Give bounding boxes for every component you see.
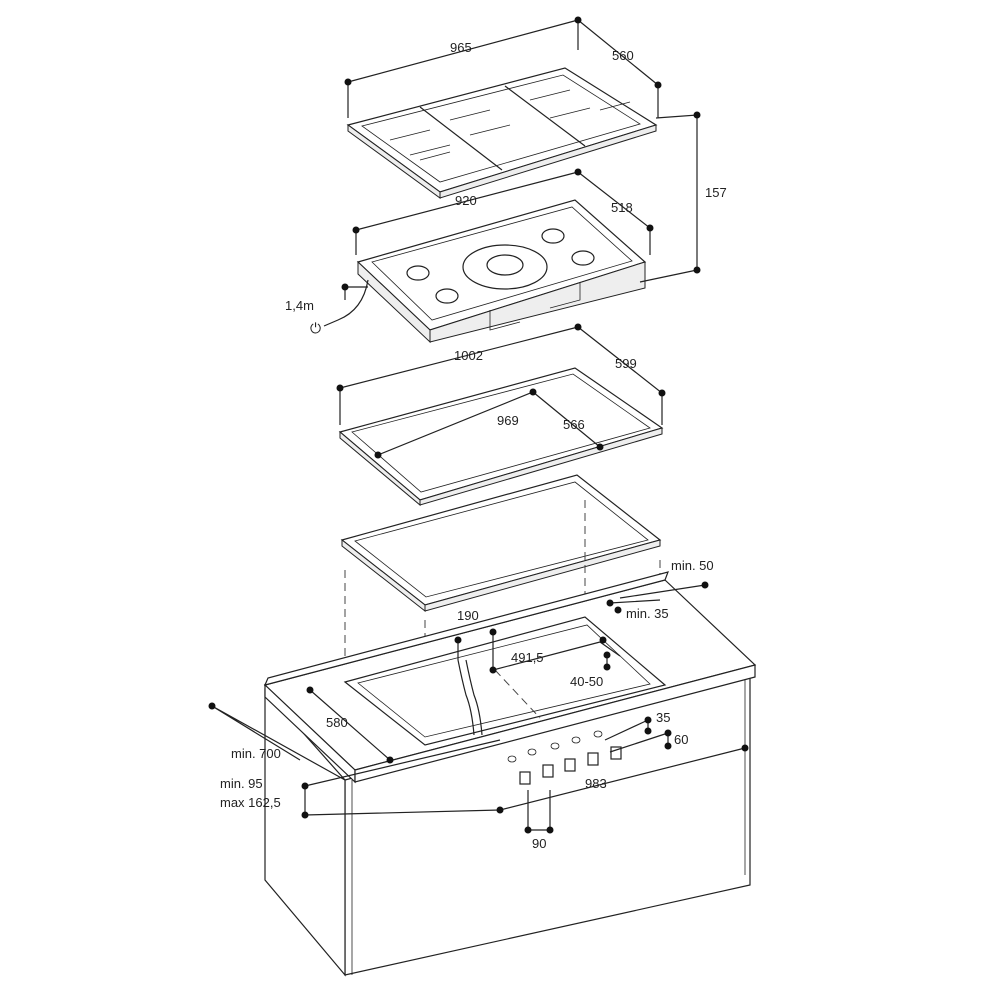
dim-grate-depth: 560 (612, 48, 634, 63)
dim-cutout-width: 580 (326, 715, 348, 730)
dim-frame-inner-depth: 566 (563, 417, 585, 432)
dim-rear-min: min. 50 (671, 558, 714, 573)
grate (346, 67, 658, 199)
burner (541, 228, 565, 244)
dim-height-min: min. 95 (220, 776, 263, 791)
dim-knob-35: 35 (656, 710, 670, 725)
dim-height-max: max 162,5 (220, 795, 281, 810)
hob: ⏻ (310, 199, 647, 344)
dim-knob-60: 60 (674, 732, 688, 747)
dim-hob-width: 920 (455, 193, 477, 208)
dim-front-width: 983 (585, 776, 607, 791)
dim-frame-outer-depth: 599 (615, 356, 637, 371)
dim-side-min: min. 35 (626, 606, 669, 621)
control-knobs (507, 730, 622, 785)
dim-frame-inner-width: 969 (497, 413, 519, 428)
dim-total-height: 157 (705, 185, 727, 200)
burner (435, 288, 459, 304)
dim-hob-depth: 518 (611, 200, 633, 215)
mounting-frame-lower (340, 474, 662, 613)
plug-icon: ⏻ (310, 320, 321, 336)
countertop (263, 571, 757, 784)
dimension-lines (208, 16, 749, 834)
dim-knob-spacing: 90 (532, 836, 546, 851)
dim-counter-min-depth: min. 700 (231, 746, 281, 761)
dim-cable-length: 1,4m (285, 298, 314, 313)
dim-offset-40-50: 40-50 (570, 674, 603, 689)
dim-frame-outer-width: 1002 (454, 348, 483, 363)
dim-cutout-depth: 491,5 (511, 650, 544, 665)
dim-gas-offset: 190 (457, 608, 479, 623)
mounting-frame-upper (338, 367, 664, 507)
burner (571, 250, 595, 266)
burner (406, 265, 430, 281)
dim-grate-width: 965 (450, 40, 472, 55)
